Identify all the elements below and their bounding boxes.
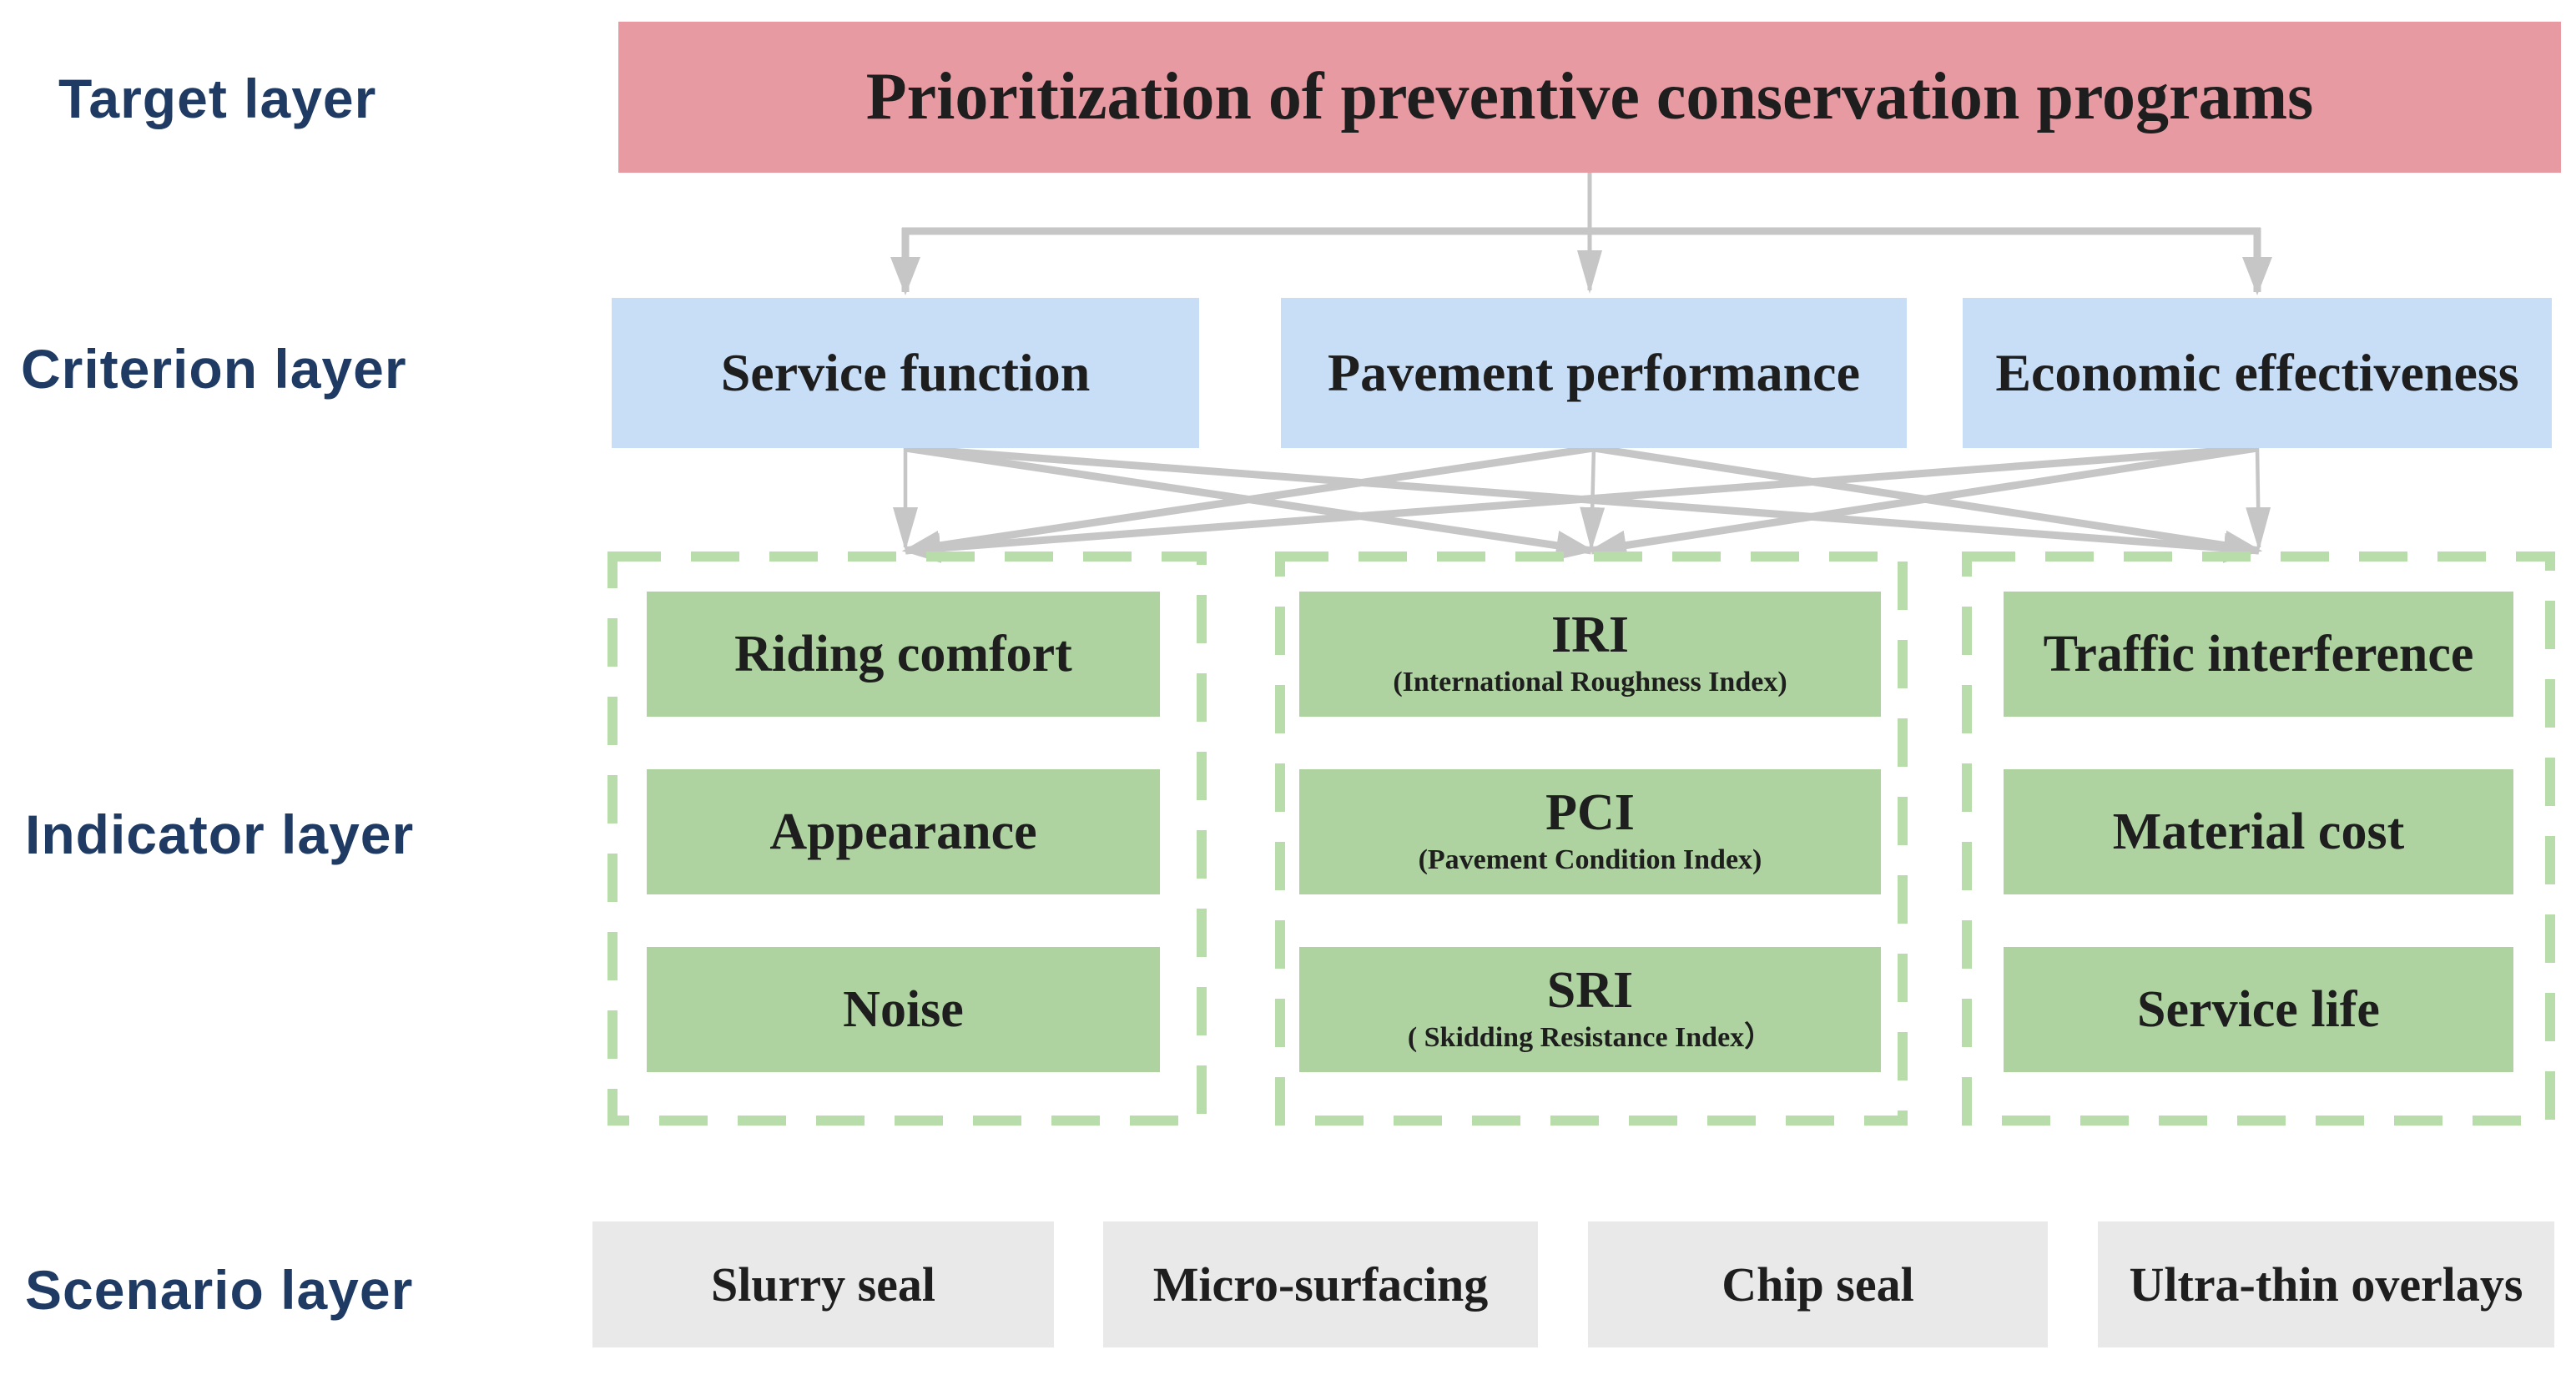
indicator-box-iri: IRI (International Roughness Index) [1299, 592, 1881, 717]
indicator-box-sri: SRI ( Skidding Resistance Index） [1299, 947, 1881, 1072]
scenario-box-chip-seal: Chip seal [1588, 1221, 2048, 1347]
indicator-box-noise: Noise [647, 947, 1160, 1072]
indicator-subtitle: (Pavement Condition Index) [1418, 844, 1762, 875]
criterion-box-service-function: Service function [612, 298, 1199, 448]
indicator-title: PCI [1545, 784, 1635, 841]
indicator-layer-label: Indicator layer [25, 803, 415, 865]
scenario-title: Micro-surfacing [1152, 1257, 1489, 1312]
indicator-title: Traffic interference [2043, 625, 2474, 682]
indicator-subtitle: (International Roughness Index) [1393, 667, 1787, 698]
indicator-title: Service life [2137, 980, 2380, 1038]
indicator-title: Riding comfort [734, 625, 1072, 682]
criterion-title: Economic effectiveness [1995, 343, 2519, 402]
scenario-box-slurry-seal: Slurry seal [592, 1221, 1054, 1347]
indicator-box-service-life: Service life [2004, 947, 2513, 1072]
scenario-title: Slurry seal [710, 1257, 936, 1312]
arrow-pavement-to-group1 [902, 444, 1595, 561]
indicator-box-appearance: Appearance [647, 769, 1160, 894]
target-layer-label: Target layer [58, 68, 377, 129]
indicator-box-traffic-interference: Traffic interference [2004, 592, 2513, 717]
indicator-title: IRI [1550, 607, 1630, 663]
scenario-title: Chip seal [1722, 1257, 1914, 1312]
criterion-title: Pavement performance [1328, 343, 1860, 402]
indicator-box-pci: PCI (Pavement Condition Index) [1299, 769, 1881, 894]
criterion-layer-label: Criterion layer [21, 338, 407, 400]
arrow-economic-to-group3 [2246, 447, 2271, 551]
indicator-box-material-cost: Material cost [2004, 769, 2513, 894]
criterion-title: Service function [720, 343, 1091, 402]
scenario-title: Ultra-thin overlays [2129, 1257, 2523, 1312]
indicator-subtitle: ( Skidding Resistance Index） [1407, 1022, 1773, 1053]
scenario-box-micro-surfacing: Micro-surfacing [1103, 1221, 1538, 1347]
indicator-box-riding-comfort: Riding comfort [647, 592, 1160, 717]
indicator-title: Noise [843, 980, 964, 1038]
scenario-box-ultra-thin-overlays: Ultra-thin overlays [2098, 1221, 2554, 1347]
indicator-title: Appearance [769, 803, 1037, 860]
criterion-box-pavement-performance: Pavement performance [1281, 298, 1907, 448]
indicator-group2-frame [1275, 552, 1908, 1126]
target-box-title: Prioritization of preventive conservatio… [865, 60, 2314, 133]
target-box: Prioritization of preventive conservatio… [618, 22, 2561, 173]
criterion-box-economic-effectiveness: Economic effectiveness [1963, 298, 2552, 448]
arrow-economic-to-group2 [1588, 444, 2258, 561]
indicator-title: Material cost [2112, 803, 2405, 860]
indicator-group1-frame [607, 552, 1207, 1126]
arrow-economic-to-group1 [902, 444, 2258, 563]
scenario-layer-label: Scenario layer [25, 1259, 414, 1321]
indicator-group3-frame [1962, 552, 2555, 1126]
indicator-title: SRI [1546, 962, 1634, 1019]
